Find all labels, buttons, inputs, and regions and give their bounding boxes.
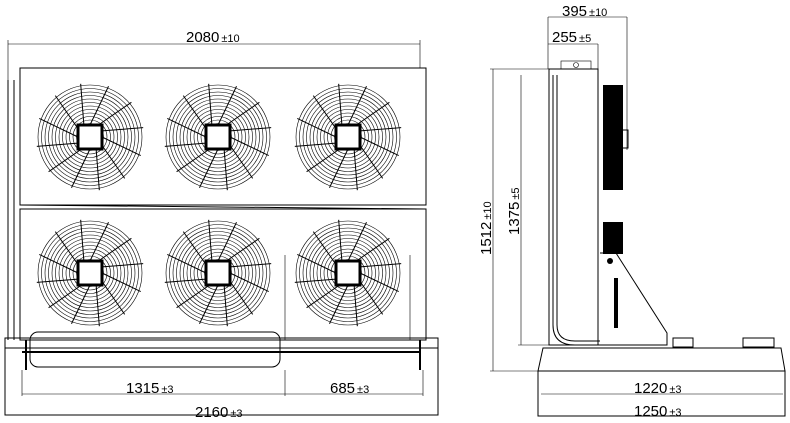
fan-guard <box>294 219 402 327</box>
fan-hub <box>76 123 104 151</box>
fan-guard <box>294 83 402 191</box>
fan-guard <box>36 219 144 327</box>
support-bracket <box>600 252 668 346</box>
drip-tray <box>29 331 281 368</box>
dim-base-width: 2160±3 <box>195 404 243 421</box>
dim-overall-width: 2080±10 <box>186 29 240 46</box>
dim-height-body: 1375±5 <box>506 187 523 235</box>
fan-guard <box>164 83 272 191</box>
fan-hub <box>204 123 232 151</box>
fan-motor-upper <box>603 85 623 190</box>
base-frame <box>537 347 786 372</box>
side-view: 395±10 255±5 1512±10 1375±5 1220±3 1250±… <box>478 3 786 420</box>
upper-panel <box>19 67 427 206</box>
dim-left-section: 1315±3 <box>126 380 174 397</box>
front-view: 2080±10 1315±3 685±3 2160±3 <box>4 29 439 421</box>
dim-base-inner: 1220±3 <box>634 380 682 397</box>
lower-panel <box>19 208 427 341</box>
dim-right-section: 685±3 <box>330 380 369 397</box>
pipe <box>552 75 600 346</box>
fan-hub <box>204 259 232 287</box>
dim-height-total: 1512±10 <box>478 201 495 255</box>
dim-depth-body: 255±5 <box>552 29 591 46</box>
fan-guard <box>36 83 144 191</box>
coil-body <box>548 68 599 346</box>
dim-base-outer: 1250±3 <box>634 403 682 420</box>
fan-hub <box>334 123 362 151</box>
fan-guard <box>164 219 272 327</box>
fan-hub <box>334 259 362 287</box>
fan-motor-lower <box>603 222 623 254</box>
dim-depth-total: 395±10 <box>562 3 607 20</box>
fan-hub <box>76 259 104 287</box>
